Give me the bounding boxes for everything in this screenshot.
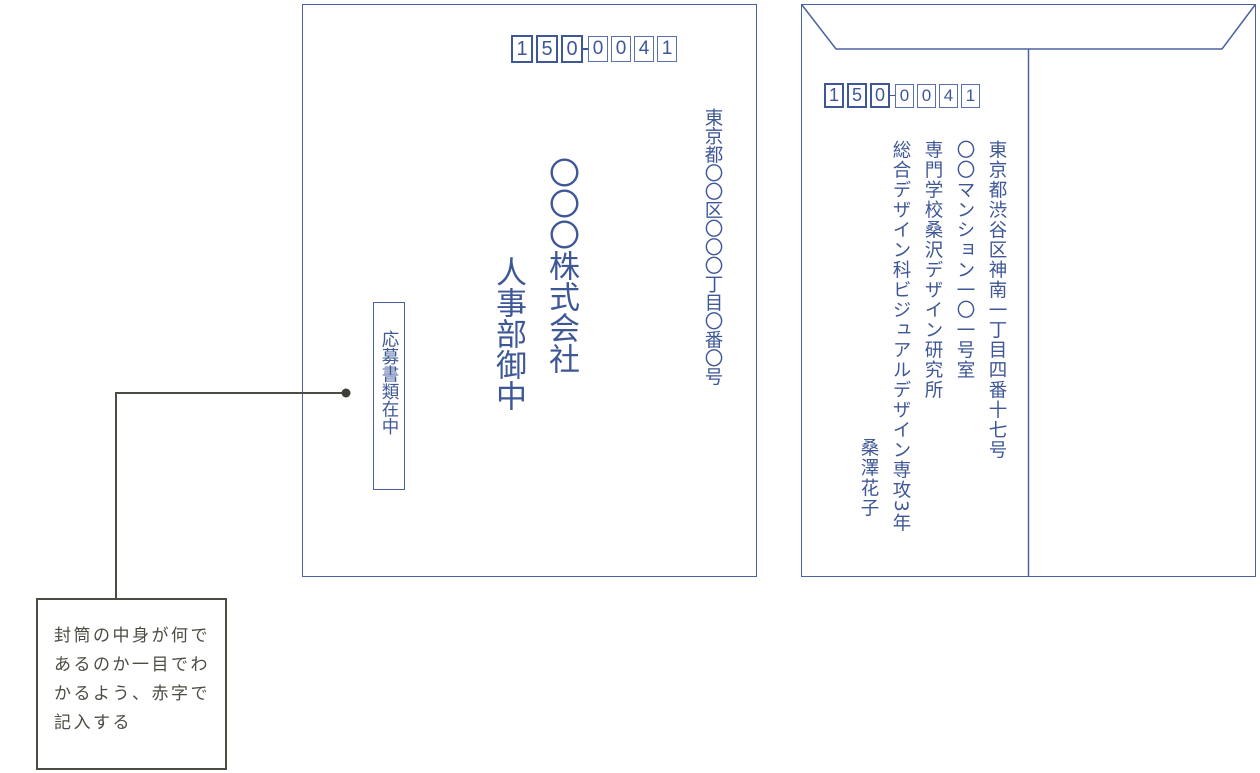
recipient-address: 東京都〇〇区〇〇〇丁目〇番〇号 (702, 108, 723, 386)
postal-digit: 5 (536, 35, 558, 63)
postal-hyphen (890, 94, 895, 97)
front-envelope (302, 4, 757, 577)
sender-course: 総合デザイン科ビジュアルデザイン専攻3年 (890, 140, 911, 534)
annotation-text: 封筒の中身が何であるのか一目でわかるよう、赤字で記入する (54, 626, 210, 733)
postal-digit: 4 (939, 83, 958, 108)
department-name: 人事部御中 (490, 256, 526, 411)
postal-digit: 0 (611, 36, 631, 62)
postal-digit: 1 (824, 83, 844, 108)
postal-digit: 0 (561, 35, 583, 63)
postal-digit: 1 (657, 36, 677, 62)
sender-address-line1: 東京都渋谷区神南一丁目四番十七号 (986, 140, 1007, 460)
postal-digit: 0 (917, 83, 936, 108)
enclosure-label: 応募書類在中 (379, 330, 399, 435)
postal-digit: 0 (870, 83, 890, 108)
back-postal-code: 1 5 0 0 0 4 1 (824, 83, 980, 108)
company-name: 〇〇〇株式会社 (543, 157, 579, 374)
postal-digit: 0 (895, 83, 914, 108)
enclosure-label-box: 応募書類在中 (373, 302, 405, 490)
postal-hyphen (583, 48, 588, 50)
postal-digit: 1 (961, 83, 980, 108)
annotation-note: 封筒の中身が何であるのか一目でわかるよう、赤字で記入する (36, 598, 227, 770)
sender-name: 桑澤花子 (858, 438, 879, 518)
front-postal-code: 1 5 0 0 0 4 1 (511, 35, 677, 63)
postal-digit: 4 (634, 36, 654, 62)
sender-address-line2: 〇〇マンション一〇一号室 (954, 140, 975, 380)
postal-digit: 0 (588, 36, 608, 62)
sender-school: 専門学校桑沢デザイン研究所 (922, 140, 943, 400)
postal-digit: 5 (847, 83, 867, 108)
postal-digit: 1 (511, 35, 533, 63)
